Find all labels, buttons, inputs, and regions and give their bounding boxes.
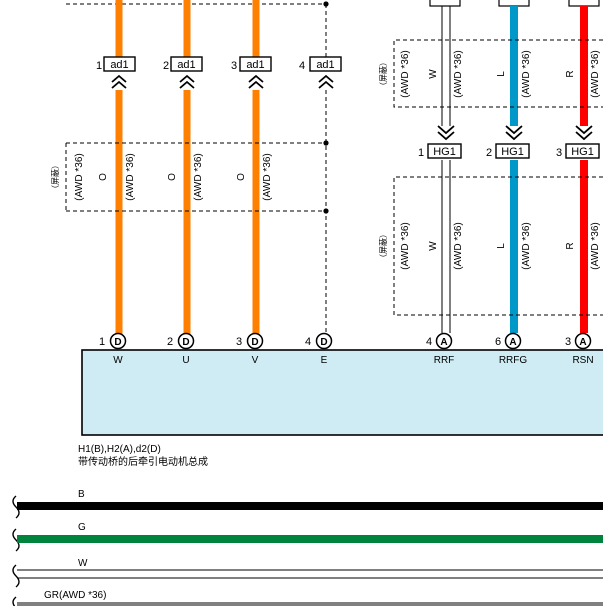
svg-text:（屏蔽）: （屏蔽）: [378, 58, 388, 90]
svg-text:A: A: [579, 337, 586, 348]
svg-text:ad1: ad1: [246, 59, 264, 71]
svg-text:HG1: HG1: [571, 146, 594, 158]
left-shield-label: （屏蔽）: [50, 161, 60, 193]
svg-text:V: V: [252, 355, 259, 366]
svg-text:(AWD *36): (AWD *36): [521, 222, 532, 269]
wire-legend: B G W GR(AWD *36): [12, 489, 603, 606]
motor-pin-rsn: 3 A RSN: [565, 332, 594, 366]
svg-text:D: D: [182, 337, 189, 348]
svg-text:O: O: [236, 173, 247, 181]
legend-w: W: [12, 558, 603, 588]
ad1-pin-2: 2 ad1: [163, 56, 203, 89]
svg-text:(AWD *36): (AWD *36): [125, 153, 136, 200]
svg-text:RSN: RSN: [572, 355, 593, 366]
svg-text:RRF: RRF: [434, 355, 455, 366]
motor-pin-rrf: 4 A RRF: [426, 332, 455, 366]
left-shield-awd: (AWD *36): [74, 153, 85, 200]
right-upper-shield: （屏蔽） (AWD *36) W (AWD *36) L (AWD *36) R…: [378, 39, 603, 108]
svg-text:(AWD *36): (AWD *36): [453, 50, 464, 97]
svg-text:4: 4: [426, 336, 432, 348]
hg1-pin-2: 2 HG1: [486, 125, 530, 159]
svg-text:2: 2: [486, 147, 492, 159]
svg-text:O: O: [167, 173, 178, 181]
ad1-connector: 1 ad1 2 ad1 3 ad1 4 ad1: [96, 56, 342, 89]
top-dashed-line: [66, 1, 329, 7]
left-shield: （屏蔽） (AWD *36) O (AWD *36) O (AWD *36) O…: [50, 140, 329, 214]
svg-text:W: W: [113, 355, 123, 366]
motor-assembly-box: [81, 349, 603, 436]
svg-text:U: U: [182, 355, 189, 366]
component-name: 带传动桥的后牵引电动机总成: [78, 455, 208, 468]
svg-text:O: O: [98, 173, 109, 181]
svg-text:(AWD *36): (AWD *36): [400, 50, 411, 97]
svg-text:A: A: [440, 337, 447, 348]
svg-text:4: 4: [299, 60, 305, 72]
svg-text:B: B: [78, 489, 85, 500]
svg-text:3: 3: [556, 147, 562, 159]
svg-text:ad1: ad1: [110, 59, 128, 71]
svg-text:(AWD *36): (AWD *36): [262, 153, 273, 200]
svg-text:L: L: [496, 71, 507, 77]
ad1-pin-3: 3 ad1: [231, 56, 272, 89]
legend-g: G: [12, 522, 603, 552]
hg1-pin-3: 3 HG1: [556, 125, 600, 159]
svg-text:3: 3: [231, 60, 237, 72]
svg-text:3: 3: [565, 336, 571, 348]
top-right-connectors: [429, 0, 600, 7]
svg-text:D: D: [114, 337, 121, 348]
svg-text:1: 1: [99, 336, 105, 348]
svg-text:(AWD *36): (AWD *36): [590, 50, 601, 97]
svg-text:HG1: HG1: [501, 146, 524, 158]
svg-text:(AWD *36): (AWD *36): [453, 222, 464, 269]
svg-text:（屏蔽）: （屏蔽）: [378, 230, 388, 262]
svg-text:1: 1: [96, 60, 102, 72]
svg-text:(AWD *36): (AWD *36): [521, 50, 532, 97]
ad1-pin-4: 4 ad1: [299, 56, 342, 89]
svg-text:1: 1: [418, 147, 424, 159]
svg-text:W: W: [428, 69, 439, 79]
svg-text:D: D: [320, 337, 327, 348]
svg-text:2: 2: [163, 60, 169, 72]
svg-text:D: D: [251, 337, 258, 348]
component-code: H1(B),H2(A),d2(D): [78, 444, 161, 455]
svg-text:E: E: [321, 355, 328, 366]
svg-text:ad1: ad1: [177, 59, 195, 71]
white-wire: [441, 6, 451, 333]
motor-pin-rrfg: 6 A RRFG: [495, 332, 528, 366]
svg-text:A: A: [509, 337, 516, 348]
svg-text:(AWD *36): (AWD *36): [193, 153, 204, 200]
svg-text:R: R: [565, 70, 576, 77]
svg-text:3: 3: [236, 336, 242, 348]
svg-text:2: 2: [167, 336, 173, 348]
svg-text:GR(AWD *36): GR(AWD *36): [44, 590, 106, 601]
svg-text:(AWD *36): (AWD *36): [590, 222, 601, 269]
hg1-pin-1: 1 HG1: [418, 125, 462, 159]
ad1-pin-1: 1 ad1: [96, 56, 136, 89]
svg-text:6: 6: [495, 336, 501, 348]
svg-text:HG1: HG1: [433, 146, 456, 158]
svg-text:G: G: [78, 522, 86, 533]
svg-text:W: W: [78, 558, 88, 569]
svg-text:(AWD *36): (AWD *36): [400, 222, 411, 269]
svg-text:4: 4: [305, 336, 311, 348]
svg-text:RRFG: RRFG: [499, 355, 528, 366]
motor-pin-u: 2 D U: [167, 332, 195, 366]
legend-b: B: [12, 489, 603, 519]
hg1-connector: 1 HG1 2 HG1 3 HG1: [418, 125, 600, 159]
legend-gr: GR(AWD *36): [12, 590, 603, 606]
motor-pins: 1 D W 2 D U 3 D V 4 D E 4 A RRF: [99, 332, 594, 366]
right-lower-shield: （屏蔽） (AWD *36) W (AWD *36) L (AWD *36) R…: [378, 176, 603, 316]
motor-pin-w: 1 D W: [99, 332, 127, 366]
svg-text:L: L: [496, 243, 507, 249]
svg-text:ad1: ad1: [316, 59, 334, 71]
motor-pin-v: 3 D V: [236, 332, 264, 366]
svg-text:W: W: [428, 241, 439, 251]
motor-pin-e: 4 D E: [305, 332, 333, 366]
svg-text:R: R: [565, 242, 576, 249]
